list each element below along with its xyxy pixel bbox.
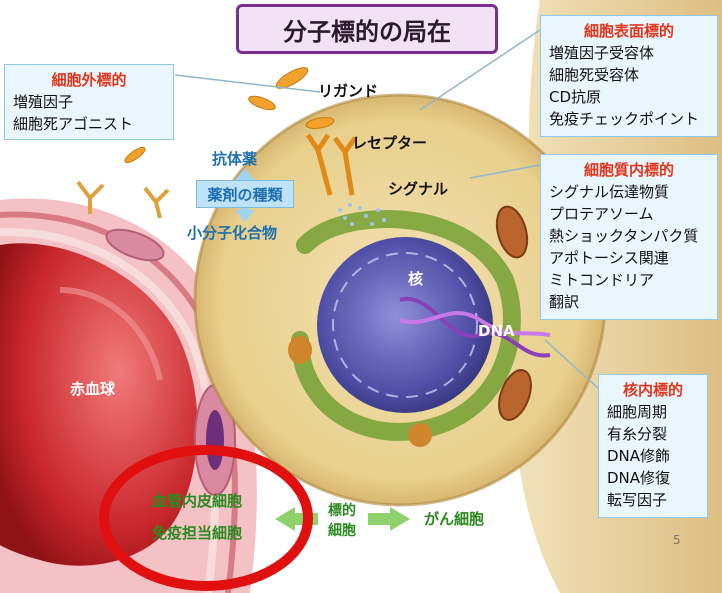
cytoplasmic-item: プロテアソーム: [549, 203, 709, 225]
nuclear-targets-box: 核内標的 細胞周期 有糸分裂 DNA修飾 DNA修復 転写因子: [598, 374, 708, 518]
nuclear-item: 細胞周期: [607, 401, 699, 423]
extracellular-targets-box: 細胞外標的 増殖因子 細胞死アゴニスト: [4, 64, 174, 140]
cytoplasmic-item: アポトーシス関連: [549, 247, 709, 269]
endothelial-cell-label: 血管内皮細胞: [152, 490, 242, 511]
extracellular-heading: 細胞外標的: [13, 69, 165, 91]
target-cell-label-line2: 細胞: [328, 521, 356, 541]
antibody-drug-label: 抗体薬: [212, 148, 257, 169]
cell-surface-item: 増殖因子受容体: [549, 42, 709, 64]
cytoplasmic-targets-box: 細胞質内標的 シグナル伝達物質 プロテアソーム 熱ショックタンパク質 アポトーシ…: [540, 154, 718, 320]
receptor-label: レセプター: [352, 132, 427, 153]
cell-surface-heading: 細胞表面標的: [549, 20, 709, 42]
cytoplasmic-item: 熱ショックタンパク質: [549, 225, 709, 247]
page-number: 5: [673, 533, 681, 547]
page-title: 分子標的の局在: [236, 4, 498, 54]
nucleus-shape: [317, 237, 493, 413]
cell-surface-item: 細胞死受容体: [549, 64, 709, 86]
cell-surface-targets-box: 細胞表面標的 増殖因子受容体 細胞死受容体 CD抗原 免疫チェックポイント: [540, 15, 718, 137]
ligand-label: リガンド: [318, 80, 378, 101]
immune-cell-label: 免疫担当細胞: [152, 522, 242, 543]
cytoplasmic-item: 翻訳: [549, 291, 709, 313]
nuclear-item: 転写因子: [607, 489, 699, 511]
nucleus-label: 核: [408, 268, 423, 289]
cytoplasmic-item: シグナル伝達物質: [549, 181, 709, 203]
red-blood-cell-label: 赤血球: [70, 378, 115, 399]
nuclear-heading: 核内標的: [607, 379, 699, 401]
target-cell-label: 標的 細胞: [320, 496, 364, 546]
small-molecule-label: 小分子化合物: [187, 222, 277, 243]
nuclear-item: 有糸分裂: [607, 423, 699, 445]
nuclear-item: DNA修復: [607, 467, 699, 489]
antibody-shapes: [78, 182, 168, 218]
extracellular-item: 増殖因子: [13, 91, 165, 113]
extracellular-item: 細胞死アゴニスト: [13, 113, 165, 135]
cytoplasmic-item: ミトコンドリア: [549, 269, 709, 291]
signal-label: シグナル: [388, 178, 448, 199]
cell-surface-item: CD抗原: [549, 86, 709, 108]
nuclear-item: DNA修飾: [607, 445, 699, 467]
target-cell-label-line1: 標的: [328, 501, 356, 521]
drug-type-box: 薬剤の種類: [196, 180, 294, 208]
cytoplasmic-heading: 細胞質内標的: [549, 159, 709, 181]
cancer-cell-label: がん細胞: [424, 508, 484, 529]
cell-surface-item: 免疫チェックポイント: [549, 108, 709, 130]
dna-label: DNA: [478, 322, 515, 340]
